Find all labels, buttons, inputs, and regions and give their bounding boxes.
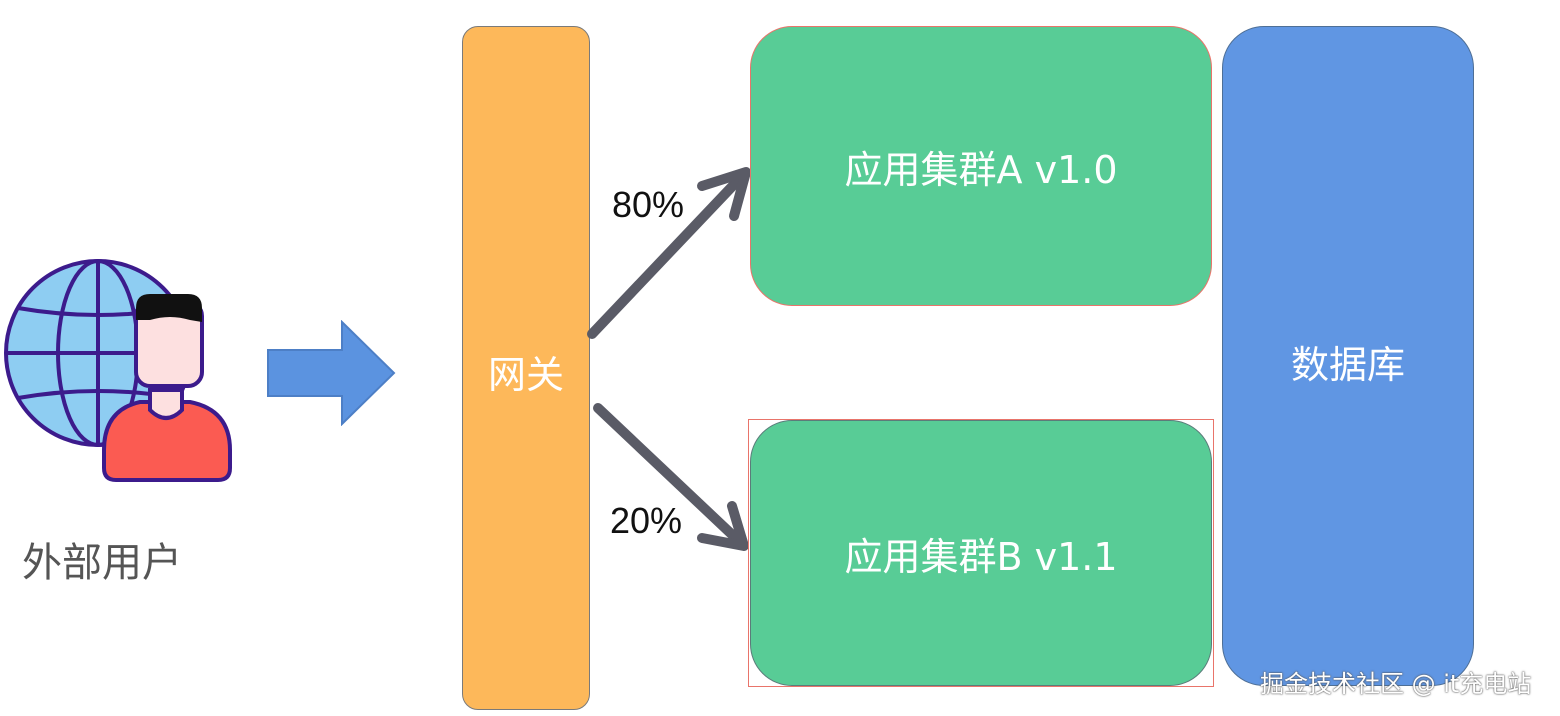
route-arrow-b	[593, 403, 749, 551]
gateway-label: 网关	[487, 353, 564, 397]
person-icon	[102, 294, 232, 482]
database-label: 数据库	[1290, 343, 1405, 387]
flow-arrow-icon	[267, 320, 396, 426]
route-percent-b: 20%	[610, 500, 683, 541]
gateway-box	[462, 26, 590, 710]
cluster-a-box: 应用集群A v1.0	[750, 26, 1212, 306]
cluster-b-box: 应用集群B v1.1	[750, 420, 1212, 686]
route-percent-a: 80%	[612, 184, 685, 225]
cluster-b-selection-frame	[748, 419, 1214, 687]
database-box	[1222, 26, 1474, 686]
user-label: 外部用户	[22, 540, 182, 586]
cluster-b-label: 应用集群B v1.1	[844, 534, 1118, 579]
route-arrow-a	[587, 167, 751, 339]
routing-arrows	[587, 167, 751, 551]
watermark: 掘金技术社区 @ it充电站	[1260, 670, 1532, 698]
globe-user-icon	[4, 259, 232, 482]
cluster-a-label: 应用集群A v1.0	[844, 147, 1118, 192]
